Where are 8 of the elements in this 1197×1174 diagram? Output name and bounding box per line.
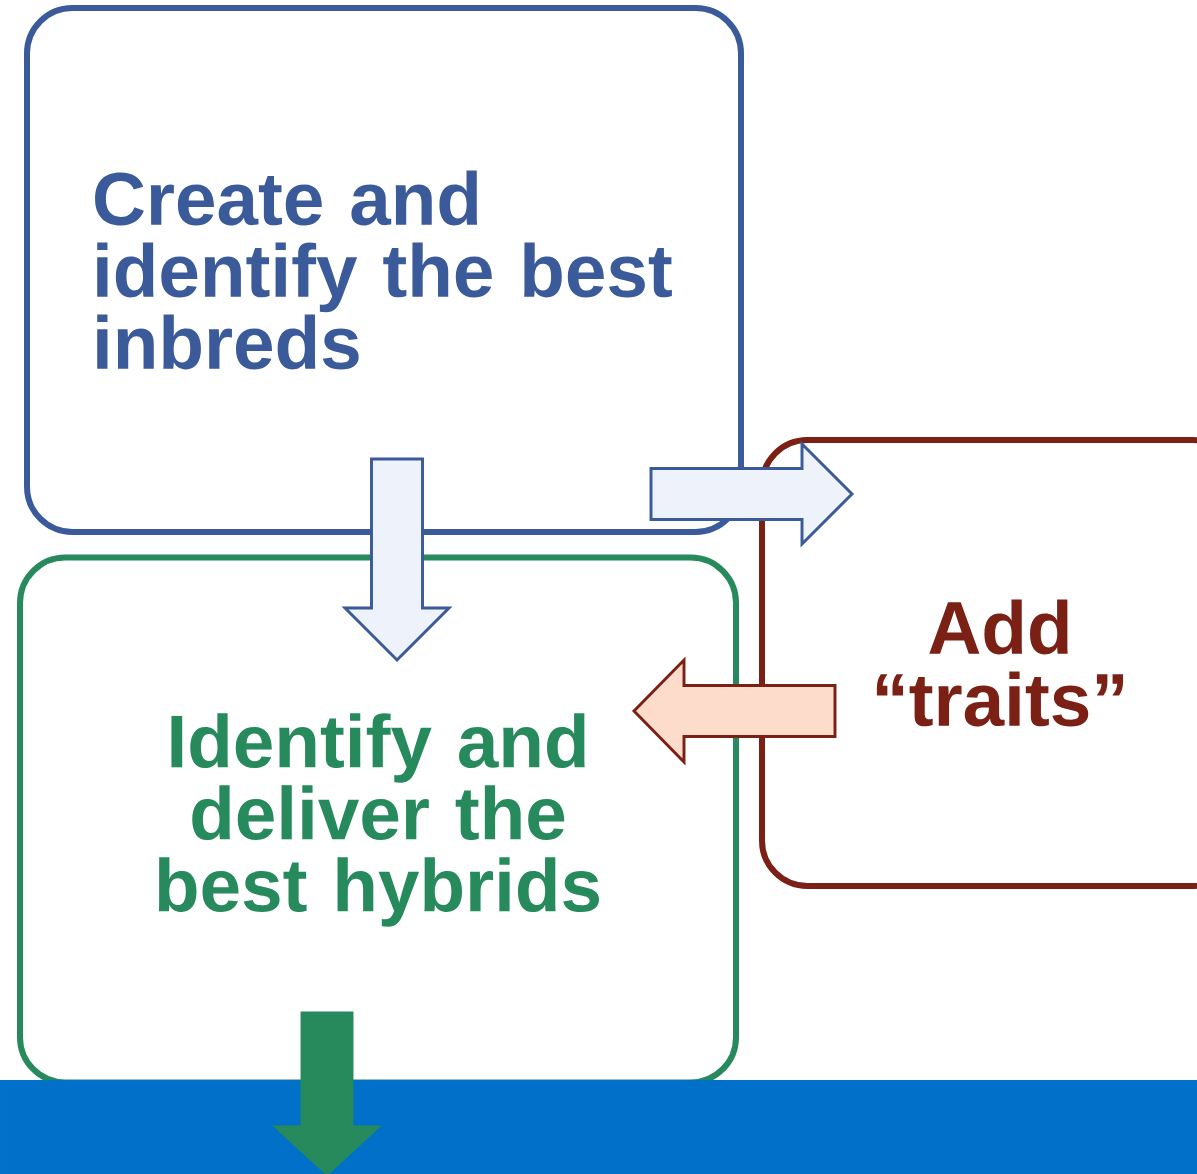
block-arrow xyxy=(649,440,855,548)
block-arrow xyxy=(272,1011,382,1174)
process-box: Identify and deliver the best hybrids xyxy=(17,554,739,1086)
band xyxy=(0,1080,1197,1174)
process-box: Add “traits” xyxy=(759,437,1197,889)
block-arrow xyxy=(631,656,837,766)
block-arrow xyxy=(341,457,453,663)
process-box: Create and identify the best inbreds xyxy=(24,5,744,535)
